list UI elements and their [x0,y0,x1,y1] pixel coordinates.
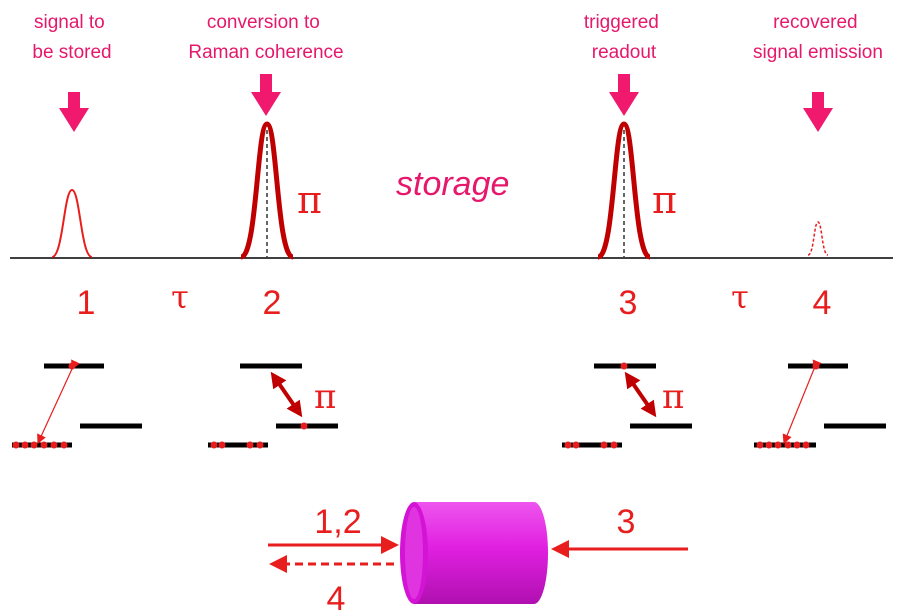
caption-2-line-2: Raman coherence [188,42,343,63]
population-dots [756,362,820,449]
caption-conversion-to-raman: conversion to Raman coherence [188,12,343,63]
down-arrow-icon-3 [609,74,639,116]
caption-3-line-2: readout [592,42,657,63]
emission-beam-label: 4 [327,580,346,615]
storage-label: storage [396,165,509,203]
down-arrows [59,74,833,132]
step-number-4: 4 [813,284,832,322]
caption-2-line-1: conversion to [207,12,320,33]
step-number-1: 1 [77,284,96,322]
tau-label-2: τ [731,278,749,316]
optical-transition-arrow [37,359,80,445]
cylinder-body [414,502,548,604]
down-arrow-icon-1 [59,92,89,132]
level-diagram-1 [12,359,142,449]
down-arrow-icon-4 [803,92,833,132]
caption-recovered-signal: recovered signal emission [753,12,883,63]
population-dots [210,422,308,449]
level-diagram-2: π [208,363,338,449]
signal-pulse-1 [51,188,93,258]
down-arrow-icon-2 [251,74,281,116]
backward-beam-label: 3 [617,503,636,541]
pi-label-level-3: π [662,377,684,417]
population-dots [12,362,76,449]
echo-pulse-4 [807,221,829,256]
caption-1-line-1: signal to [34,12,105,33]
crystal-cylinder [400,502,548,604]
step-number-3: 3 [619,284,638,322]
forward-beam-label: 1,2 [314,503,361,541]
step-number-2: 2 [263,284,282,322]
raman-pi-transition-arrow [270,371,303,418]
pi-pulse-2 [239,121,295,260]
caption-4-line-1: recovered [773,12,858,33]
tau-label-1: τ [171,278,189,316]
caption-triggered-readout: triggered readout [584,12,664,63]
population-dots [564,362,628,449]
level-diagram-4 [754,359,886,449]
caption-3-line-1: triggered [584,12,659,33]
caption-4-line-2: signal emission [753,42,883,63]
pi-label-pulse-2: π [297,178,322,222]
pi-label-pulse-3: π [652,178,677,222]
raman-pi-transition-arrow [624,371,657,418]
caption-signal-to-be-stored: signal to be stored [32,12,111,63]
level-diagram-3: π [562,362,692,449]
caption-1-line-2: be stored [32,42,111,63]
pi-pulse-3 [596,121,652,260]
pi-label-level-2: π [314,377,336,417]
optical-transition-arrow [782,359,822,445]
